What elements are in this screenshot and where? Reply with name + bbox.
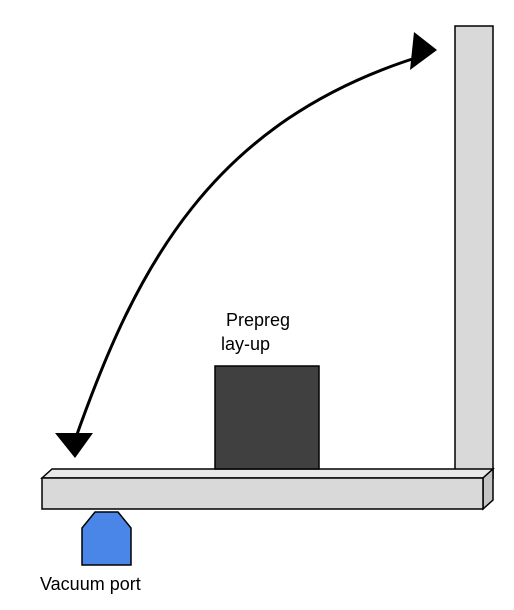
horizontal-plate-face [41, 477, 484, 510]
horizontal-plate-top [40, 468, 495, 479]
horizontal-tool-plate [40, 467, 495, 511]
curved-arrow-icon [55, 32, 437, 458]
prepreg-layup-block [214, 365, 320, 470]
layup-label-line1: Prepreg [226, 310, 290, 330]
arrow-head-bottom [55, 433, 93, 458]
vertical-tool-plate [454, 25, 494, 479]
arrow-curve [73, 53, 426, 441]
vacuum-port-label: Vacuum port [40, 574, 141, 594]
vacuum-port [81, 511, 132, 566]
vertical-plate-face [454, 25, 494, 479]
layup-label-line2: lay-up [221, 334, 270, 354]
arrow-head-top [410, 32, 437, 70]
